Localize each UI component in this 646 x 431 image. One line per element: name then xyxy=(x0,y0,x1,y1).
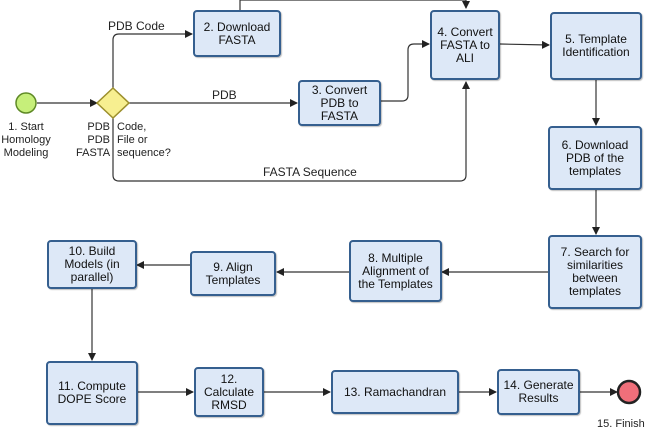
task-calculate-rmsd[interactable]: 12. Calculate RMSD xyxy=(194,367,264,417)
start-event xyxy=(15,92,37,114)
label-start: 1. Start Homology Modeling xyxy=(1,121,51,159)
label-fasta-sequence: FASTA Sequence xyxy=(263,165,357,179)
task-download-fasta[interactable]: 2. Download FASTA xyxy=(193,10,281,57)
task-download-pdb[interactable]: 6. Download PDB of the templates xyxy=(548,126,642,190)
label-pdb-code: PDB Code xyxy=(108,19,165,33)
finish-event xyxy=(616,379,642,405)
label-gateway-question: Code, File or sequence? xyxy=(117,121,171,159)
label-gateway-left: PDB PDB FASTA xyxy=(76,121,111,159)
task-generate-results[interactable]: 14. Generate Results xyxy=(497,369,580,415)
edge-pdbcode xyxy=(112,30,193,88)
label-pdb: PDB xyxy=(212,88,237,102)
decision-gateway xyxy=(95,86,131,120)
task-convert-fasta[interactable]: 4. Convert FASTA to ALI xyxy=(430,10,500,80)
edge-fastaseq xyxy=(112,81,470,182)
task-compute-dope[interactable]: 11. Compute DOPE Score xyxy=(46,361,138,425)
edge-pdb-fasta xyxy=(381,40,430,102)
task-align-templates[interactable]: 9. Align Templates xyxy=(190,251,276,296)
task-multiple-alignment[interactable]: 8. Multiple Alignment of the Templates xyxy=(349,240,442,302)
task-build-models[interactable]: 10. Build Models (in parallel) xyxy=(47,240,137,289)
task-template-identification[interactable]: 5. Template Identification xyxy=(550,12,642,80)
label-finish: 15. Finish xyxy=(597,418,645,430)
edge-download-convert xyxy=(239,0,466,10)
task-convert-pdb[interactable]: 3. Convert PDB to FASTA xyxy=(298,80,381,126)
edge-4-5 xyxy=(499,40,550,49)
task-ramachandran[interactable]: 13. Ramachandran xyxy=(331,370,459,414)
task-search-similarities[interactable]: 7. Search for similarities between templ… xyxy=(548,235,642,309)
